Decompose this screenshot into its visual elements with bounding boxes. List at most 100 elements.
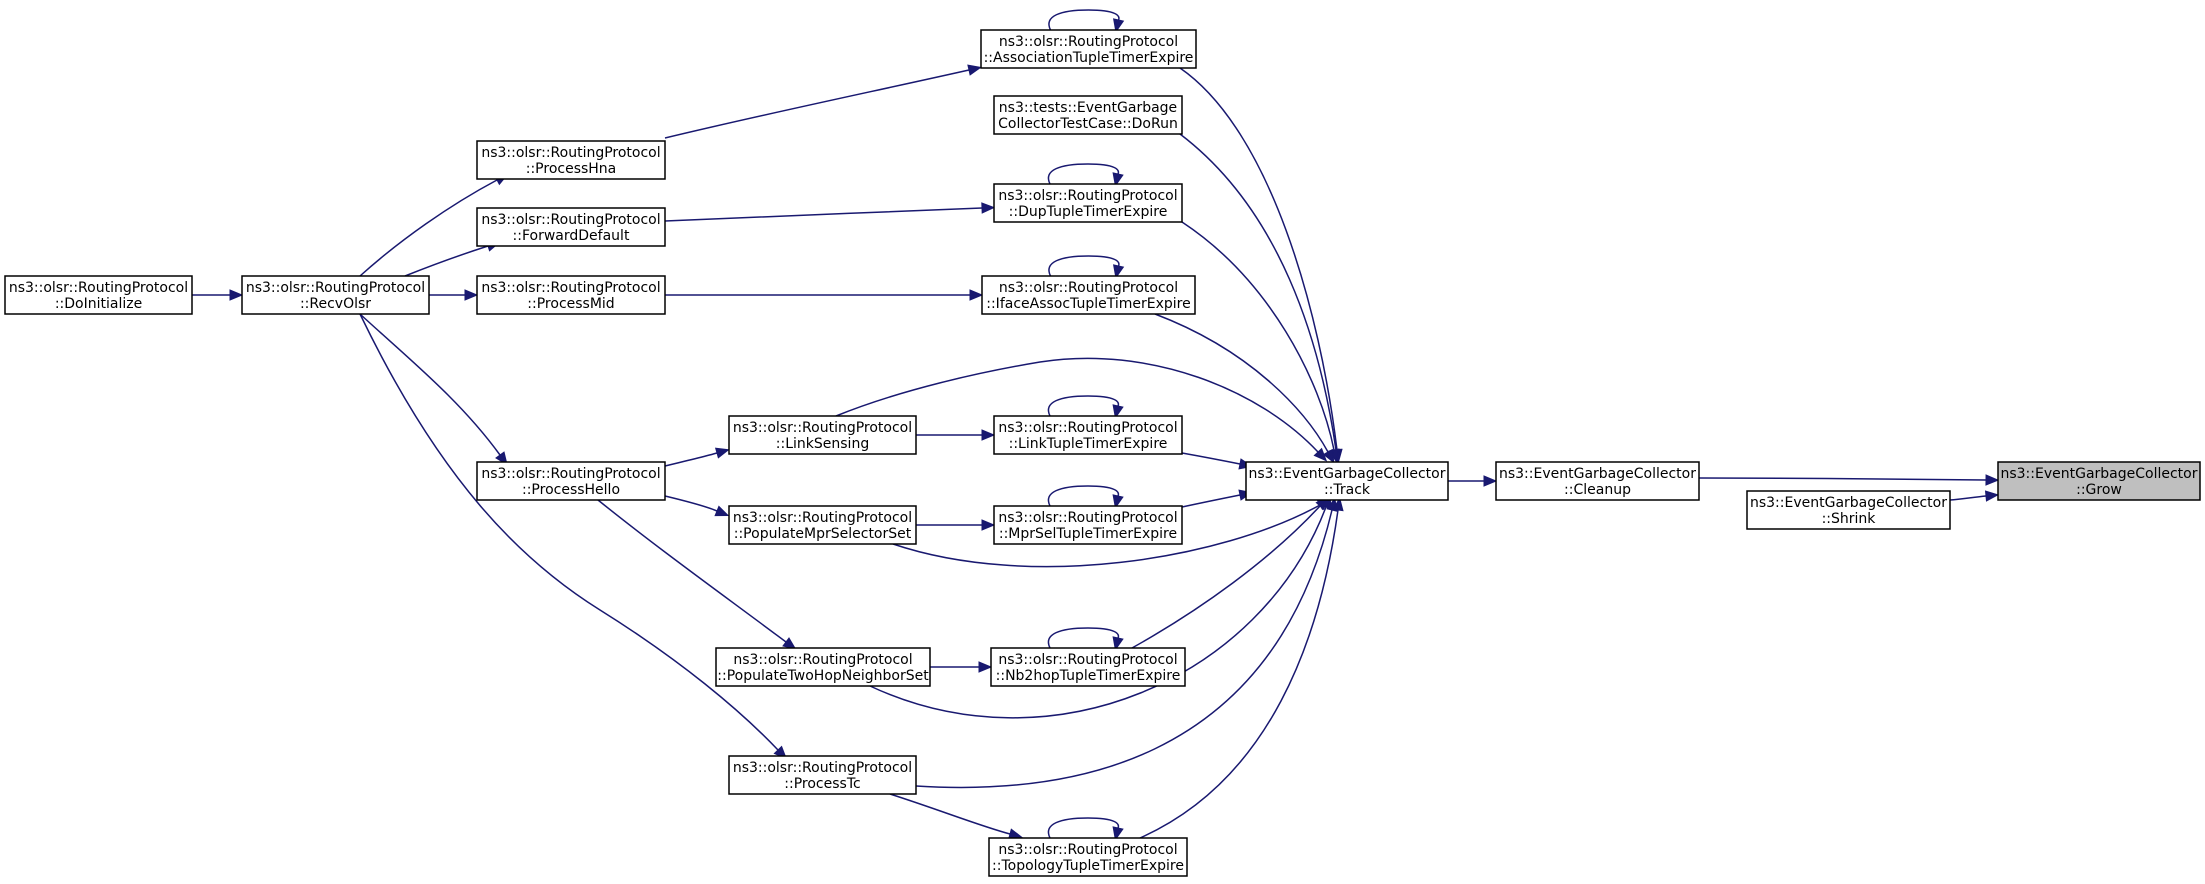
node-track[interactable]: ns3::EventGarbageCollector::Track <box>1245 461 1449 501</box>
node-box[interactable] <box>476 140 666 180</box>
node-dup[interactable]: ns3::olsr::RoutingProtocol::DupTupleTime… <box>993 183 1183 223</box>
node-label-line2: ::ProcessMid <box>527 296 614 312</box>
node-box[interactable] <box>990 647 1186 687</box>
node-box[interactable] <box>1245 461 1449 501</box>
edge-arrowhead <box>1985 474 2000 486</box>
edge-arrowhead <box>967 64 982 76</box>
edge-linksensing-to-linktuple <box>916 429 996 441</box>
node-testcase[interactable]: ns3::tests::EventGarbageCollectorTestCas… <box>993 95 1183 135</box>
node-box[interactable] <box>476 461 666 501</box>
edge-recvolsr-to-processtc <box>359 313 788 760</box>
edge-topology-to-track <box>1139 496 1344 839</box>
node-box[interactable] <box>1997 461 2201 501</box>
edge-line <box>359 179 498 277</box>
node-mprsel[interactable]: ns3::olsr::RoutingProtocol::MprSelTupleT… <box>993 505 1183 545</box>
node-label-line1: ns3::EventGarbageCollector <box>1750 495 1947 511</box>
edge-line <box>664 452 718 467</box>
edge-line <box>1139 509 1339 839</box>
node-box[interactable] <box>728 755 917 795</box>
node-label-line1: ns3::olsr::RoutingProtocol <box>481 145 660 161</box>
edge-assoc-to-assoc <box>1048 9 1125 33</box>
edge-arrowhead <box>464 289 479 301</box>
node-linksensing[interactable]: ns3::olsr::RoutingProtocol::LinkSensing <box>728 415 917 455</box>
node-doinit[interactable]: ns3::olsr::RoutingProtocol::DoInitialize <box>4 275 193 315</box>
edge-line <box>1047 817 1120 839</box>
edge-arrowhead <box>1112 172 1124 187</box>
node-processhna[interactable]: ns3::olsr::RoutingProtocol::ProcessHna <box>476 140 666 180</box>
node-box[interactable] <box>476 275 666 315</box>
node-box[interactable] <box>1495 461 1700 501</box>
node-iface[interactable]: ns3::olsr::RoutingProtocol::IfaceAssocTu… <box>981 275 1196 315</box>
node-shrink[interactable]: ns3::EventGarbageCollector::Shrink <box>1746 490 1951 530</box>
node-label-line1: ns3::olsr::RoutingProtocol <box>998 420 1177 436</box>
node-box[interactable] <box>1746 490 1951 530</box>
node-box[interactable] <box>993 95 1183 135</box>
node-box[interactable] <box>988 837 1188 877</box>
edge-line <box>359 313 779 751</box>
node-cleanup[interactable]: ns3::EventGarbageCollector::Cleanup <box>1495 461 1700 501</box>
edge-line <box>1048 255 1120 277</box>
edge-dup-to-track <box>1181 221 1340 464</box>
node-label-line1: ns3::EventGarbageCollector <box>1248 466 1445 482</box>
node-label-line2: ::AssociationTupleTimerExpire <box>984 50 1194 66</box>
edge-testcase-to-track <box>1179 133 1342 464</box>
node-forward[interactable]: ns3::olsr::RoutingProtocol::ForwardDefau… <box>476 207 666 247</box>
node-nb2hop[interactable]: ns3::olsr::RoutingProtocol::Nb2hopTupleT… <box>990 647 1186 687</box>
node-label-line2: ::Nb2hopTupleTimerExpire <box>996 668 1181 684</box>
node-box[interactable] <box>993 415 1183 455</box>
node-box[interactable] <box>993 183 1183 223</box>
node-box[interactable] <box>4 275 193 315</box>
edge-iface-to-iface <box>1048 255 1125 279</box>
edge-line <box>1047 163 1120 185</box>
node-label-line1: ns3::olsr::RoutingProtocol <box>246 280 425 296</box>
edge-line <box>892 504 1321 568</box>
node-processtc[interactable]: ns3::olsr::RoutingProtocol::ProcessTc <box>728 755 917 795</box>
edge-arrowhead <box>1112 18 1125 33</box>
edge-nb2hop-to-nb2hop <box>1047 627 1124 651</box>
node-box[interactable] <box>980 29 1197 69</box>
node-poptwohop[interactable]: ns3::olsr::RoutingProtocol::PopulateTwoH… <box>715 647 931 687</box>
edge-line <box>1181 494 1241 508</box>
node-label-line2: ::Grow <box>2076 482 2122 498</box>
node-label-line2: ::PopulateMprSelectorSet <box>734 526 912 542</box>
edge-linktuple-to-linktuple <box>1047 395 1124 419</box>
node-label-line1: ns3::olsr::RoutingProtocol <box>733 760 912 776</box>
node-recvolsr[interactable]: ns3::olsr::RoutingProtocol::RecvOlsr <box>241 275 430 315</box>
edge-arrowhead <box>714 505 730 517</box>
edge-arrowhead <box>981 519 996 531</box>
node-grow[interactable]: ns3::EventGarbageCollector::Grow <box>1997 461 2201 501</box>
edge-processhello-to-popmpr <box>664 495 730 517</box>
edge-linktuple-to-track <box>1181 452 1254 470</box>
edge-arrowhead <box>714 447 730 459</box>
node-label-line2: ::Cleanup <box>1564 482 1631 498</box>
node-label-line1: ns3::olsr::RoutingProtocol <box>998 652 1177 668</box>
node-box[interactable] <box>981 275 1196 315</box>
node-box[interactable] <box>728 505 917 545</box>
edge-line <box>889 793 1011 835</box>
edge-line <box>1181 452 1241 465</box>
node-processmid[interactable]: ns3::olsr::RoutingProtocol::ProcessMid <box>476 275 666 315</box>
node-label-line1: ns3::olsr::RoutingProtocol <box>481 280 660 296</box>
edge-linksensing-to-track <box>835 357 1328 462</box>
node-linktuple[interactable]: ns3::olsr::RoutingProtocol::LinkTupleTim… <box>993 415 1183 455</box>
edge-arrowhead <box>1313 447 1328 462</box>
node-box[interactable] <box>993 505 1183 545</box>
node-assoc[interactable]: ns3::olsr::RoutingProtocol::AssociationT… <box>980 29 1197 69</box>
node-popmpr[interactable]: ns3::olsr::RoutingProtocol::PopulateMprS… <box>728 505 917 545</box>
edge-dup-to-dup <box>1047 163 1124 187</box>
edge-arrowhead <box>1483 475 1498 487</box>
edge-line <box>1048 9 1120 31</box>
node-label-line2: ::LinkTupleTimerExpire <box>1009 436 1168 452</box>
node-topology[interactable]: ns3::olsr::RoutingProtocol::TopologyTupl… <box>988 837 1188 877</box>
node-box[interactable] <box>241 275 430 315</box>
edge-mprsel-to-track <box>1181 489 1254 508</box>
node-box[interactable] <box>728 415 917 455</box>
node-processhello[interactable]: ns3::olsr::RoutingProtocol::ProcessHello <box>476 461 666 501</box>
edge-line <box>664 69 970 139</box>
edge-line <box>1949 495 1987 501</box>
edge-arrowhead <box>981 202 996 214</box>
node-box[interactable] <box>476 207 666 247</box>
edge-cleanup-to-grow <box>1698 474 2000 486</box>
node-label-line2: ::Shrink <box>1822 511 1877 527</box>
node-box[interactable] <box>715 647 931 687</box>
